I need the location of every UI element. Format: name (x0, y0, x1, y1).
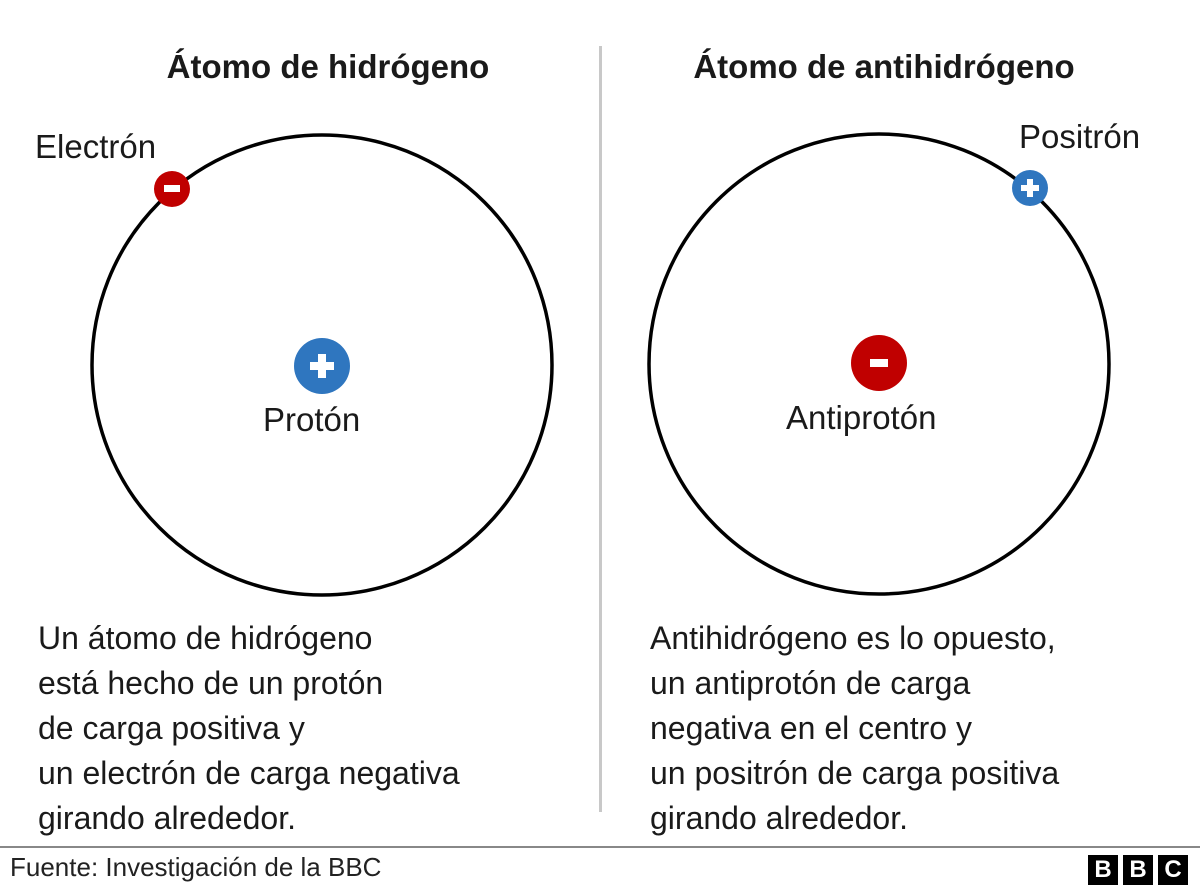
logo-letter: C (1158, 855, 1188, 885)
column-divider (599, 46, 602, 812)
footer-divider (0, 846, 1200, 848)
description-line: girando alrededor. (38, 800, 296, 836)
description-line: de carga positiva y (38, 710, 305, 746)
description-line: Antihidrógeno es lo opuesto, (650, 620, 1056, 656)
antihydrogen-description: Antihidrógeno es lo opuesto, un antiprot… (650, 616, 1059, 841)
description-line: está hecho de un protón (38, 665, 384, 701)
description-line: Un átomo de hidrógeno (38, 620, 373, 656)
description-line: un electrón de carga negativa (38, 755, 460, 791)
description-line: negativa en el centro y (650, 710, 972, 746)
bbc-logo: B B C (1088, 855, 1188, 885)
proton-plus-icon (294, 338, 350, 394)
antiproton-label: Antiprotón (786, 399, 937, 436)
description-line: girando alrededor. (650, 800, 908, 836)
description-line: un positrón de carga positiva (650, 755, 1060, 791)
antiproton-minus-icon (851, 335, 907, 391)
logo-letter: B (1123, 855, 1153, 885)
hydrogen-title: Átomo de hidrógeno (166, 48, 490, 85)
positron-label: Positrón (1019, 118, 1141, 155)
antihydrogen-orbit (647, 132, 1111, 596)
source-text: Fuente: Investigación de la BBC (10, 852, 382, 882)
hydrogen-orbit (90, 133, 554, 597)
logo-letter: B (1088, 855, 1118, 885)
hydrogen-description: Un átomo de hidrógeno está hecho de un p… (38, 616, 460, 841)
electron-minus-icon (154, 171, 190, 207)
positron-plus-icon (1012, 170, 1048, 206)
description-line: un antiprotón de carga (650, 665, 971, 701)
proton-label: Protón (263, 401, 361, 438)
antihydrogen-title: Átomo de antihidrógeno (693, 48, 1075, 85)
electron-label: Electrón (35, 128, 157, 165)
